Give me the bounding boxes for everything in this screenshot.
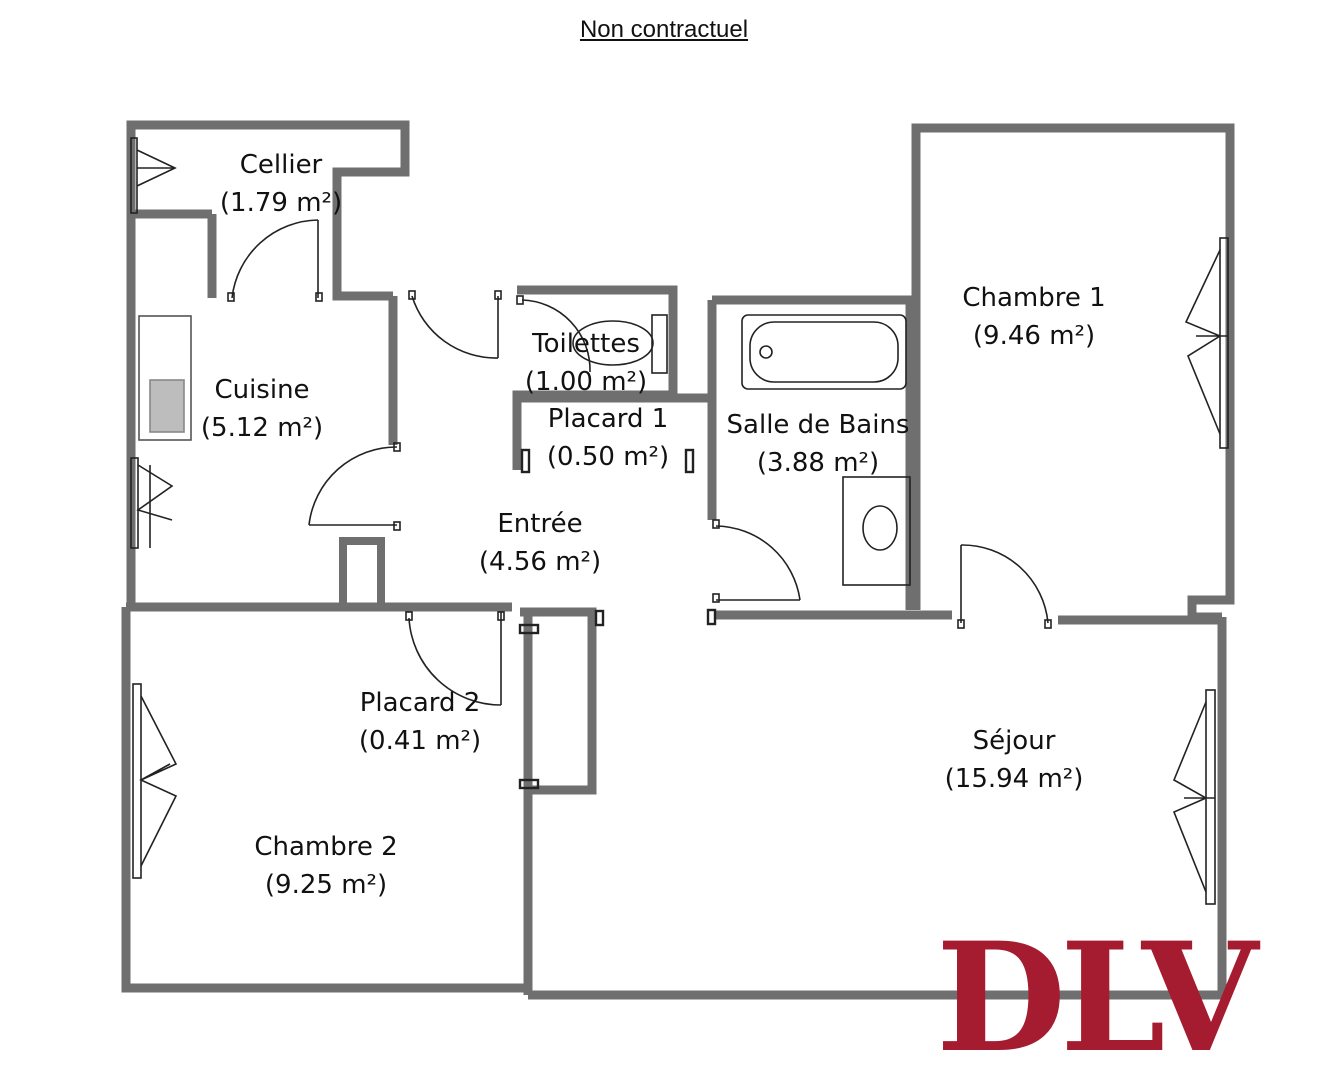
door-cuisine bbox=[308, 446, 398, 526]
room-area: (0.41 m²) bbox=[358, 726, 482, 756]
room-placard-1: Placard 1 (0.50 m²) bbox=[547, 400, 669, 476]
sink bbox=[862, 505, 898, 551]
room-name: Séjour bbox=[972, 726, 1056, 756]
room-cuisine: Cuisine (5.12 m²) bbox=[201, 371, 323, 447]
room-toilettes: Toilettes (1.00 m²) bbox=[525, 325, 647, 401]
room-area: (9.46 m²) bbox=[972, 321, 1096, 351]
room-name: Cellier bbox=[239, 150, 323, 180]
door-cellier bbox=[231, 219, 319, 299]
door-placard-2 bbox=[408, 617, 502, 706]
pillar bbox=[339, 537, 385, 611]
room-name: Placard 2 bbox=[359, 688, 481, 718]
window-sejour bbox=[1205, 689, 1216, 905]
window-cellier bbox=[130, 137, 138, 214]
window-chambre-2 bbox=[132, 683, 142, 879]
wall-chambre-2 bbox=[121, 607, 531, 993]
room-name: Cuisine bbox=[214, 375, 310, 405]
room-area: (9.25 m²) bbox=[264, 870, 388, 900]
disclaimer-text: Non contractuel bbox=[579, 16, 749, 43]
room-placard-2: Placard 2 (0.41 m²) bbox=[359, 684, 481, 760]
wall-chambre-1 bbox=[911, 123, 1235, 622]
room-area: (1.00 m²) bbox=[524, 367, 648, 397]
room-name: Toilettes bbox=[532, 329, 640, 359]
sink-cabinet bbox=[842, 476, 911, 586]
room-sejour: Séjour (15.94 m²) bbox=[945, 722, 1084, 798]
fixtures bbox=[130, 137, 1229, 905]
room-entree: Entrée (4.56 m²) bbox=[479, 505, 601, 581]
door-entree-north bbox=[411, 295, 499, 359]
toilet bbox=[572, 320, 654, 366]
room-name: Salle de Bains bbox=[726, 410, 910, 440]
room-area: (15.94 m²) bbox=[944, 764, 1084, 794]
room-name: Chambre 1 bbox=[962, 283, 1106, 313]
walls bbox=[121, 120, 1235, 1000]
room-name: Chambre 2 bbox=[254, 832, 398, 862]
room-area: (1.79 m²) bbox=[219, 188, 343, 218]
door-sdb bbox=[715, 525, 801, 601]
wall-placard-2 bbox=[520, 607, 597, 795]
room-area: (5.12 m²) bbox=[200, 413, 324, 443]
window-cuisine bbox=[130, 457, 139, 549]
dlv-logo: DLV bbox=[936, 910, 1258, 1086]
fridge bbox=[138, 315, 192, 441]
room-area: (3.88 m²) bbox=[756, 448, 880, 478]
room-chambre-1: Chambre 1 (9.46 m²) bbox=[962, 279, 1105, 355]
window-chambre-1 bbox=[1219, 237, 1229, 449]
room-name: Entrée bbox=[497, 509, 583, 539]
room-cellier: Cellier (1.79 m²) bbox=[220, 146, 342, 222]
door-chambre-1 bbox=[960, 544, 1049, 624]
room-chambre-2: Chambre 2 (9.25 m²) bbox=[254, 828, 397, 904]
bathtub bbox=[741, 314, 907, 390]
room-salle-de-bains: Salle de Bains (3.88 m²) bbox=[727, 406, 910, 482]
room-area: (4.56 m²) bbox=[478, 547, 602, 577]
wall-cellier bbox=[126, 120, 410, 301]
room-name: Placard 1 bbox=[547, 404, 669, 434]
room-area: (0.50 m²) bbox=[546, 442, 670, 472]
